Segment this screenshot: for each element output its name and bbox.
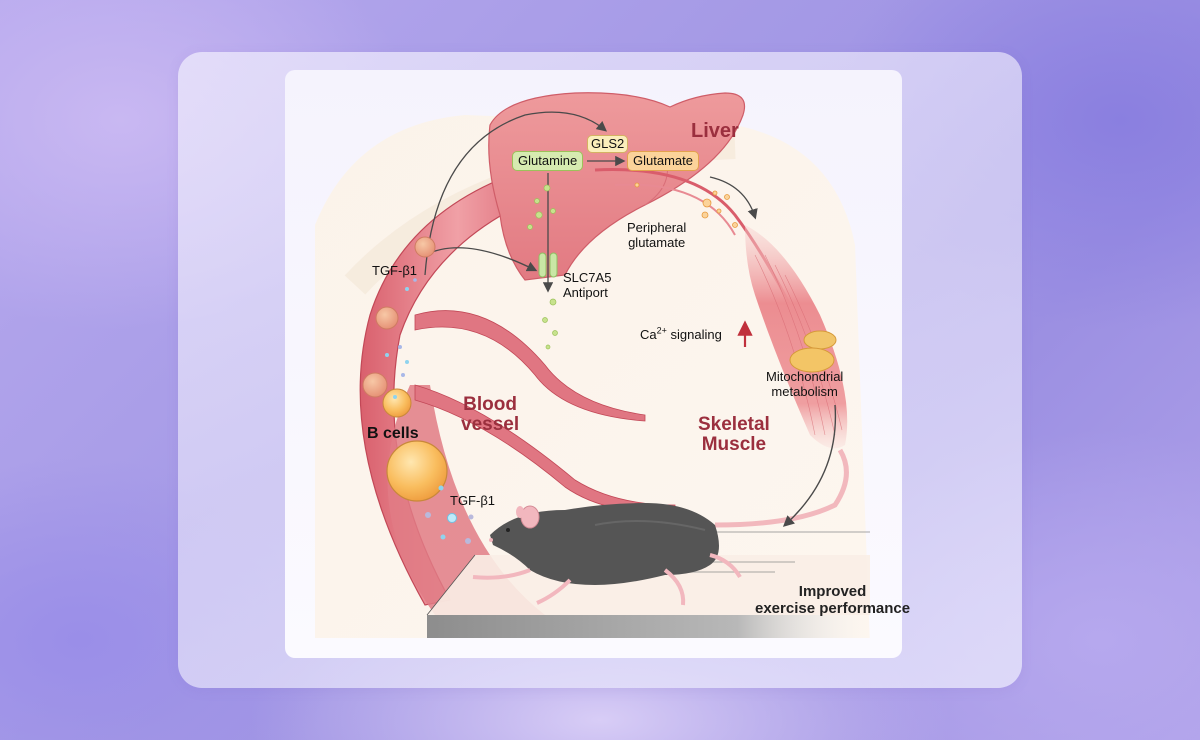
b-cell: [375, 306, 399, 330]
tgf-beta1-label-upper: TGF-β1: [372, 263, 418, 278]
graphical-abstract: Liver Glutamine GLS2 Glutamate TGF-β1 SL…: [315, 85, 910, 638]
arrow-glutamate-to-muscle: [709, 176, 758, 220]
arrow-vessel-to-gls2: [424, 111, 607, 276]
skeletal-muscle: [745, 225, 848, 449]
vessel-branch: [414, 310, 646, 422]
slc7a5-label-line1: SLC7A5: [563, 270, 612, 285]
skeletal-muscle-line1: Skeletal: [698, 414, 770, 435]
slc7a5-label: SLC7A5 Antiport: [563, 270, 611, 300]
mito-label-line2: metabolism: [771, 384, 838, 399]
outcome-line2: exercise performance: [755, 600, 911, 617]
ca-prefix: Ca: [640, 327, 657, 342]
b-cell: [362, 372, 388, 398]
mitochondrion: [789, 347, 835, 373]
peripheral-glutamate-label: Peripheral glutamate: [627, 220, 686, 250]
ca-superscript: 2+: [656, 325, 667, 336]
b-cell: [386, 440, 448, 502]
b-cell: [382, 388, 412, 418]
mitochondrion: [803, 330, 837, 350]
glutamate-box: Glutamate: [627, 151, 699, 171]
b-cells-label: B cells: [367, 425, 419, 442]
skeletal-muscle-line2: Muscle: [701, 434, 767, 455]
liver: [488, 92, 746, 281]
slc7a5-transporter: [538, 252, 558, 278]
ca-suffix: signaling: [666, 327, 722, 342]
mito-label-line1: Mitochondrial: [766, 369, 844, 384]
glutamine-dots: [527, 184, 558, 350]
skeletal-muscle-label: Skeletal Muscle: [698, 415, 770, 455]
blood-vessel-line1: Blood: [463, 394, 517, 415]
mitochondrial-metabolism-label: Mitochondrial metabolism: [766, 369, 843, 399]
gls2-enzyme-box: GLS2: [587, 135, 629, 153]
glutamine-box: Glutamine: [512, 151, 584, 171]
mouse: [472, 503, 742, 606]
arrow-muscle-to-mouse: [782, 404, 837, 527]
blood-vessel-label: Blood vessel: [461, 395, 519, 435]
outcome-line1: Improved: [798, 583, 867, 600]
calcium-signaling-label: Ca2+ signaling: [640, 325, 722, 342]
figure-artwork: [315, 92, 870, 638]
blood-vessel-line2: vessel: [461, 414, 520, 435]
peripheral-label-line1: Peripheral: [627, 220, 687, 235]
treadmill-platform: [427, 615, 870, 638]
b-cell: [414, 236, 436, 258]
slc7a5-label-line2: Antiport: [563, 285, 608, 300]
outcome-label: Improved exercise performance: [755, 583, 910, 617]
liver-label: Liver: [691, 120, 739, 142]
tgf-beta1-dots: [385, 278, 474, 544]
glutamate-dots: [634, 182, 738, 228]
tgf-beta1-label-lower: TGF-β1: [450, 493, 496, 508]
peripheral-label-line2: glutamate: [628, 235, 686, 250]
